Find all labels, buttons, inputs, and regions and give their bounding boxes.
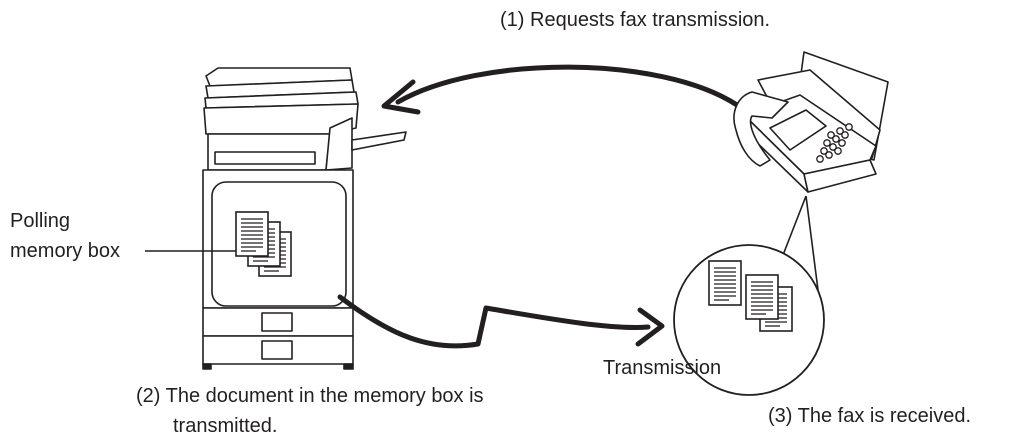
step3-label: (3) The fax is received. xyxy=(768,405,972,427)
transmission-arrow xyxy=(337,294,665,349)
request-arrow xyxy=(381,64,740,115)
step1-label: (1) Requests fax transmission. xyxy=(500,9,771,31)
polling-memory-box-label: Polling memory box xyxy=(10,206,120,266)
fax-machine-icon xyxy=(733,51,889,193)
step2-label-line1: (2) The document in the memory box is xyxy=(136,385,484,407)
multifunction-printer-icon xyxy=(202,67,407,370)
transmission-label: Transmission xyxy=(603,357,722,379)
polling-label-line2: memory box xyxy=(10,240,121,262)
polling-label-line1: Polling xyxy=(10,210,71,232)
step2-label-line2: transmitted. xyxy=(173,415,278,437)
